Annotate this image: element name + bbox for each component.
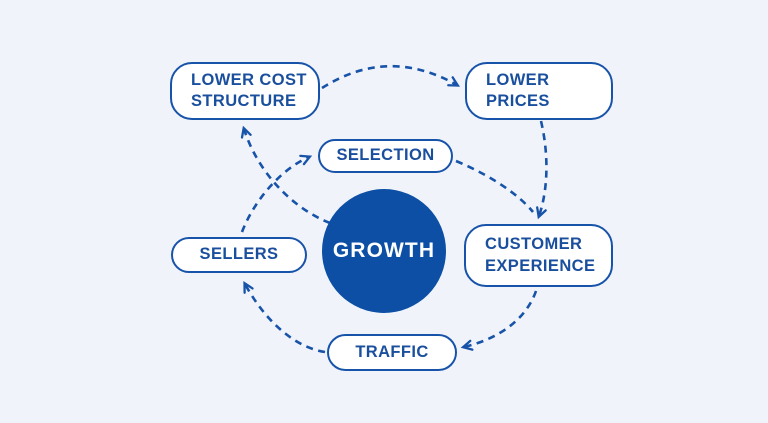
node-growth-center-circle: GROWTH — [322, 189, 446, 313]
node-selection: SELECTION — [318, 139, 453, 173]
node-lower-cost-structure: LOWER COST STRUCTURE — [170, 62, 320, 120]
node-growth-label: GROWTH — [332, 239, 436, 262]
arrow-customer-experience-to-traffic — [460, 290, 538, 351]
line-selection-to-customer-experience — [455, 159, 535, 213]
arrow-lower-prices-to-customer-experience — [536, 120, 548, 220]
arrow-lower-cost-structure-to-lower-prices — [321, 64, 461, 90]
node-lower-prices: LOWER PRICES — [465, 62, 613, 120]
node-customer-experience: CUSTOMER EXPERIENCE — [464, 224, 613, 287]
arrow-sellers-to-selection — [240, 154, 313, 233]
node-lower-cost-structure-label: LOWER COST STRUCTURE — [191, 70, 307, 110]
node-customer-experience-label: CUSTOMER EXPERIENCE — [485, 235, 596, 275]
node-lower-prices-label: LOWER PRICES — [486, 70, 550, 110]
node-traffic-label: TRAFFIC — [355, 342, 429, 361]
arrow-growth-to-lower-cost-structure — [240, 125, 331, 225]
arrow-traffic-to-sellers — [243, 280, 326, 354]
node-selection-label: SELECTION — [336, 146, 435, 165]
node-sellers: SELLERS — [171, 237, 307, 273]
node-sellers-label: SELLERS — [199, 245, 279, 264]
node-traffic: TRAFFIC — [327, 334, 457, 371]
